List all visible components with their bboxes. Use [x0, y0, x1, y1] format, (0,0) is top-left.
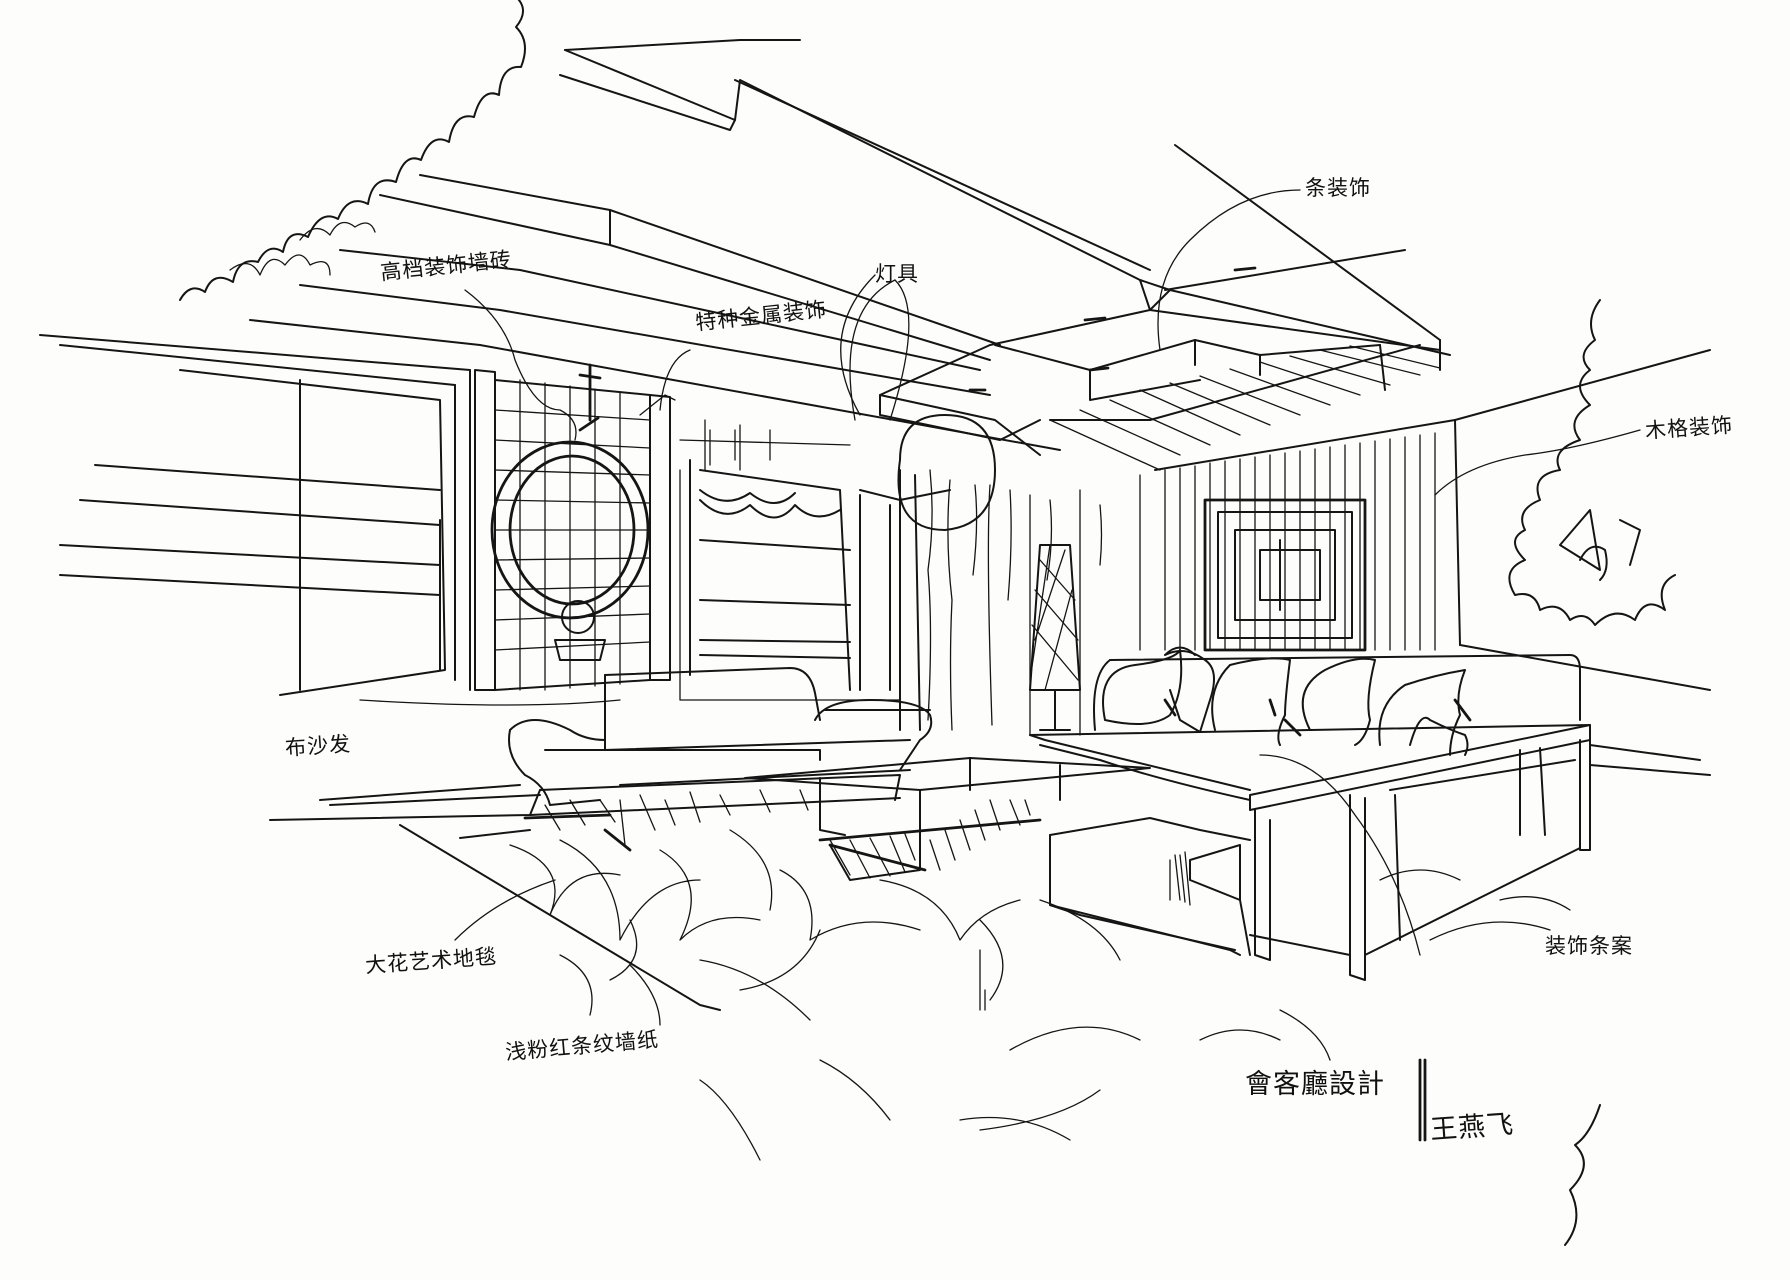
label-light-fixture: 灯具 [875, 262, 919, 286]
pillow [1378, 669, 1466, 756]
pillow [1409, 716, 1469, 756]
art-carpet [269, 784, 1571, 1161]
glass-coffee-table [744, 757, 1151, 881]
label-fabric-sofa: 布沙发 [284, 731, 352, 761]
signature-flourish [1418, 1058, 1601, 1246]
foliage-right [1508, 299, 1676, 626]
foliage-top-left [179, 0, 526, 301]
annotation-leaders [359, 189, 1641, 1026]
fabric-sofa [508, 667, 933, 852]
pillow [1164, 646, 1215, 733]
center-window [679, 439, 901, 701]
label-wood-decor: 木格装饰 [1644, 412, 1734, 444]
striped-wall [704, 419, 1141, 736]
right-wall [1454, 349, 1711, 776]
pillow [1102, 649, 1183, 725]
label-decor-cabinet: 装饰条案 [1545, 934, 1633, 958]
sectional-sofa [1029, 646, 1591, 956]
label-strip-decor: 条装饰 [1305, 176, 1371, 200]
drawing-title: 會客廳設計 [1245, 1069, 1385, 1100]
ceiling-beams [249, 39, 1451, 456]
floor-lamp [1029, 544, 1081, 731]
pillow [1301, 657, 1376, 746]
feature-wall [1049, 344, 1461, 652]
pendant-lamp [849, 279, 996, 531]
pillow [1211, 657, 1291, 746]
plant-leaves [1559, 509, 1641, 581]
tile-panel-with-circle [474, 363, 676, 691]
artist-signature: 王燕飞 [1429, 1109, 1516, 1146]
console-table [1249, 724, 1591, 981]
left-window [39, 334, 471, 696]
foliage-top-left-inner [229, 221, 376, 276]
